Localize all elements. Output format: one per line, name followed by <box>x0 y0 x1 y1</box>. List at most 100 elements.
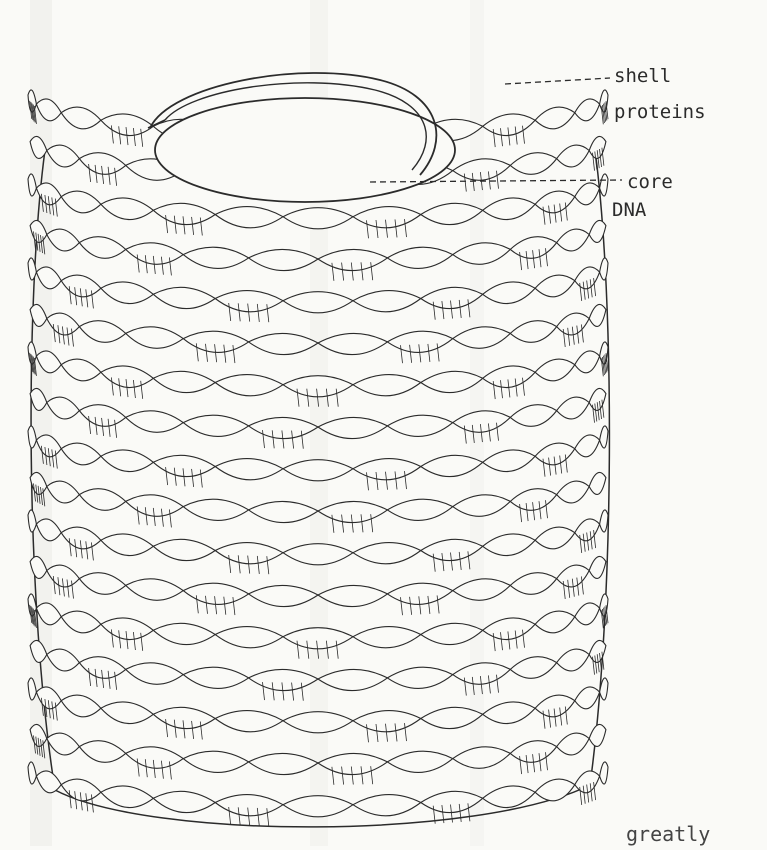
protein-subunit <box>387 751 452 772</box>
protein-subunit <box>318 669 387 690</box>
protein-subunit <box>101 450 153 472</box>
shell-proteins-label-line1: shell <box>614 64 671 88</box>
protein-subunit <box>535 779 575 801</box>
protein-subunit <box>249 249 318 270</box>
protein-subunit <box>215 459 283 480</box>
protein-subunit <box>483 534 535 556</box>
protein-subunit <box>387 667 452 688</box>
protein-subunit <box>283 460 353 481</box>
protein-subunit <box>126 747 184 768</box>
protein-subunit <box>353 375 421 396</box>
protein-subunit <box>283 208 353 229</box>
protein-subunit <box>387 415 452 436</box>
protein-subunit <box>453 747 511 768</box>
protein-subunit <box>183 247 248 268</box>
protein-subunit <box>153 707 215 728</box>
protein-subunit <box>353 627 421 648</box>
protein-subunit <box>283 796 353 817</box>
protein-subunit <box>318 333 387 354</box>
protein-subunit <box>453 159 511 180</box>
protein-subunit <box>79 321 125 343</box>
protein-subunit <box>575 99 600 121</box>
protein-subunit <box>557 481 590 503</box>
protein-subunit <box>318 417 387 438</box>
protein-subunit <box>483 366 535 388</box>
protein-subunit <box>453 243 511 264</box>
protein-subunit <box>183 499 248 520</box>
protein-subunit <box>153 623 215 644</box>
protein-subunit <box>589 556 606 578</box>
protein-subunit <box>101 366 153 388</box>
protein-subunit <box>153 203 215 224</box>
protein-subunit <box>183 331 248 352</box>
protein-subunit <box>283 628 353 649</box>
protein-subunit <box>249 501 318 522</box>
protein-subunit <box>600 510 608 532</box>
shell-leader-line <box>505 78 610 84</box>
protein-subunit <box>126 663 184 684</box>
protein-subunit <box>215 543 283 564</box>
protein-subunit <box>318 753 387 774</box>
protein-subunit <box>387 331 452 352</box>
protein-subunit <box>483 450 535 472</box>
protein-subunit <box>101 702 153 724</box>
protein-subunit <box>387 247 452 268</box>
protein-subunit <box>318 501 387 522</box>
shell-proteins-label-line2: proteins <box>614 100 706 124</box>
protein-subunit <box>283 292 353 313</box>
protein-subunit <box>483 282 535 304</box>
protein-subunit <box>215 711 283 732</box>
protein-subunit <box>283 376 353 397</box>
core-dna-opening <box>148 73 455 202</box>
protein-subunit <box>215 207 283 228</box>
footer-text-fragment: greatly <box>626 822 710 846</box>
protein-subunit <box>535 107 575 129</box>
protein-subunit <box>61 359 101 381</box>
protein-subunit <box>600 426 608 448</box>
core-dna-label-line2: DNA <box>612 198 646 222</box>
protein-subunit <box>483 786 535 808</box>
protein-subunit <box>153 455 215 476</box>
protein-subunit <box>101 198 153 220</box>
protein-subunit <box>249 753 318 774</box>
protein-subunit <box>126 411 184 432</box>
protein-subunit <box>101 618 153 640</box>
protein-subunit <box>215 795 283 816</box>
core-dna-label-line1: core <box>627 170 673 194</box>
protein-subunit <box>353 795 421 816</box>
protein-subunit <box>183 415 248 436</box>
protein-subunit <box>510 573 556 595</box>
protein-subunit <box>353 207 421 228</box>
protein-subunit <box>535 275 575 297</box>
protein-subunit <box>215 291 283 312</box>
protein-subunit <box>453 411 511 432</box>
protein-subunit <box>510 657 556 679</box>
protein-subunit <box>101 534 153 556</box>
protein-subunit <box>483 198 535 220</box>
protein-subunit <box>249 585 318 606</box>
protein-subunit <box>249 333 318 354</box>
protein-subunit <box>483 618 535 640</box>
protein-subunit <box>79 237 125 259</box>
protein-subunit <box>61 611 101 633</box>
protein-subunit <box>79 573 125 595</box>
protein-subunit <box>61 191 101 213</box>
protein-subunit <box>575 435 600 457</box>
protein-subunit <box>101 282 153 304</box>
protein-subunit <box>510 153 556 175</box>
protein-subunit <box>215 627 283 648</box>
protein-subunit <box>79 489 125 511</box>
protein-subunit <box>215 375 283 396</box>
protein-subunit <box>126 495 184 516</box>
protein-subunit <box>510 321 556 343</box>
protein-subunit <box>249 669 318 690</box>
protein-subunit <box>61 695 101 717</box>
protein-subunit <box>126 243 184 264</box>
protein-subunit <box>453 327 511 348</box>
protein-subunit <box>387 499 452 520</box>
protein-subunit <box>453 495 511 516</box>
protein-subunit <box>575 687 600 709</box>
protein-subunit <box>589 304 606 326</box>
protein-subunit <box>483 114 535 136</box>
